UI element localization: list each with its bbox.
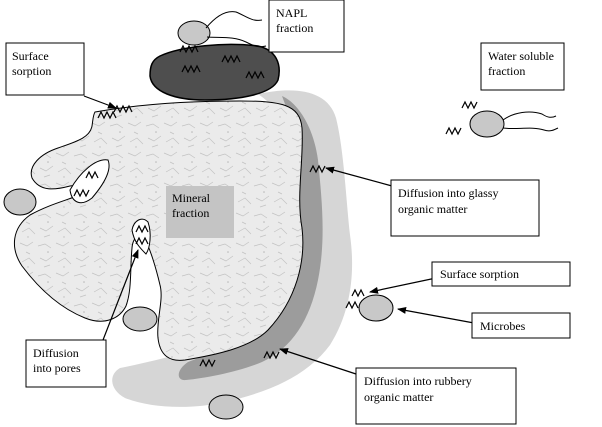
contaminant-molecule bbox=[181, 64, 201, 74]
arrow-pores bbox=[102, 249, 139, 341]
glassy-organic-matter-band bbox=[178, 96, 323, 381]
arrow-surface-sorption-top bbox=[83, 95, 117, 109]
contaminant-molecule bbox=[221, 54, 241, 64]
contaminant-molecule bbox=[345, 300, 359, 310]
microbe-cell bbox=[208, 394, 244, 420]
pore-channel-left bbox=[69, 159, 110, 204]
microbe-cell bbox=[358, 294, 394, 322]
contaminant-molecule bbox=[179, 44, 199, 54]
mineral-label: Mineral fraction bbox=[172, 191, 213, 220]
contaminant-molecule bbox=[85, 170, 99, 180]
pores-label-box bbox=[25, 339, 107, 388]
rubbery-label-box bbox=[355, 367, 517, 425]
contaminant-molecule bbox=[135, 224, 149, 234]
contaminant-molecule bbox=[309, 164, 326, 174]
water-soluble-label-box bbox=[480, 42, 565, 91]
arrow-glassy bbox=[325, 166, 393, 187]
contaminant-molecule bbox=[461, 100, 478, 110]
mineral-label-box bbox=[166, 186, 234, 238]
napl-blob bbox=[149, 43, 280, 101]
surface-sorption-top-label-box bbox=[5, 42, 85, 96]
surfactant-head bbox=[177, 20, 211, 46]
contaminant-molecule bbox=[97, 110, 117, 120]
napl-label-box bbox=[268, 0, 345, 53]
surface-sorption-top-label: Surface sorption bbox=[12, 49, 52, 78]
contaminant-molecule bbox=[445, 126, 462, 136]
contaminant-molecule bbox=[351, 288, 365, 298]
water-soluble-molecule-tail bbox=[502, 111, 557, 121]
arrow-surface-sorption-right bbox=[369, 277, 437, 294]
microbe-cell bbox=[3, 188, 37, 216]
microbe-cell bbox=[122, 306, 158, 332]
microbes-label: Microbes bbox=[480, 319, 526, 333]
contaminant-molecule bbox=[73, 188, 90, 198]
contaminant-molecule bbox=[263, 350, 280, 360]
surface-sorption-right-label-box bbox=[431, 261, 571, 287]
pore-channel-center bbox=[131, 218, 151, 255]
rubbery-label: Diffusion into rubbery organic matter bbox=[364, 374, 475, 404]
surfactant-tail bbox=[205, 11, 263, 29]
contaminant-molecule bbox=[199, 358, 216, 368]
glassy-label-box bbox=[390, 179, 540, 237]
arrow-microbes bbox=[397, 307, 475, 324]
water-soluble-molecule-tail bbox=[502, 127, 559, 132]
contaminant-molecule bbox=[113, 104, 133, 114]
water-soluble-label: Water soluble fraction bbox=[488, 49, 557, 78]
contaminant-molecule bbox=[245, 70, 265, 80]
contaminant-molecule bbox=[135, 236, 149, 246]
mineral-fraction-grain bbox=[14, 100, 304, 361]
contaminant-squiggles bbox=[73, 44, 478, 368]
water-soluble-molecule-head bbox=[469, 110, 505, 138]
arrow-rubbery bbox=[279, 348, 357, 375]
microbes-label-box bbox=[471, 312, 571, 339]
napl-label: NAPL fraction bbox=[276, 6, 313, 35]
pores-label: Diffusion into pores bbox=[33, 346, 82, 375]
glassy-label: Diffusion into glassy organic matter bbox=[398, 186, 501, 216]
surfactant-tail bbox=[206, 36, 267, 48]
surface-sorption-right-label: Surface sorption bbox=[440, 267, 519, 281]
